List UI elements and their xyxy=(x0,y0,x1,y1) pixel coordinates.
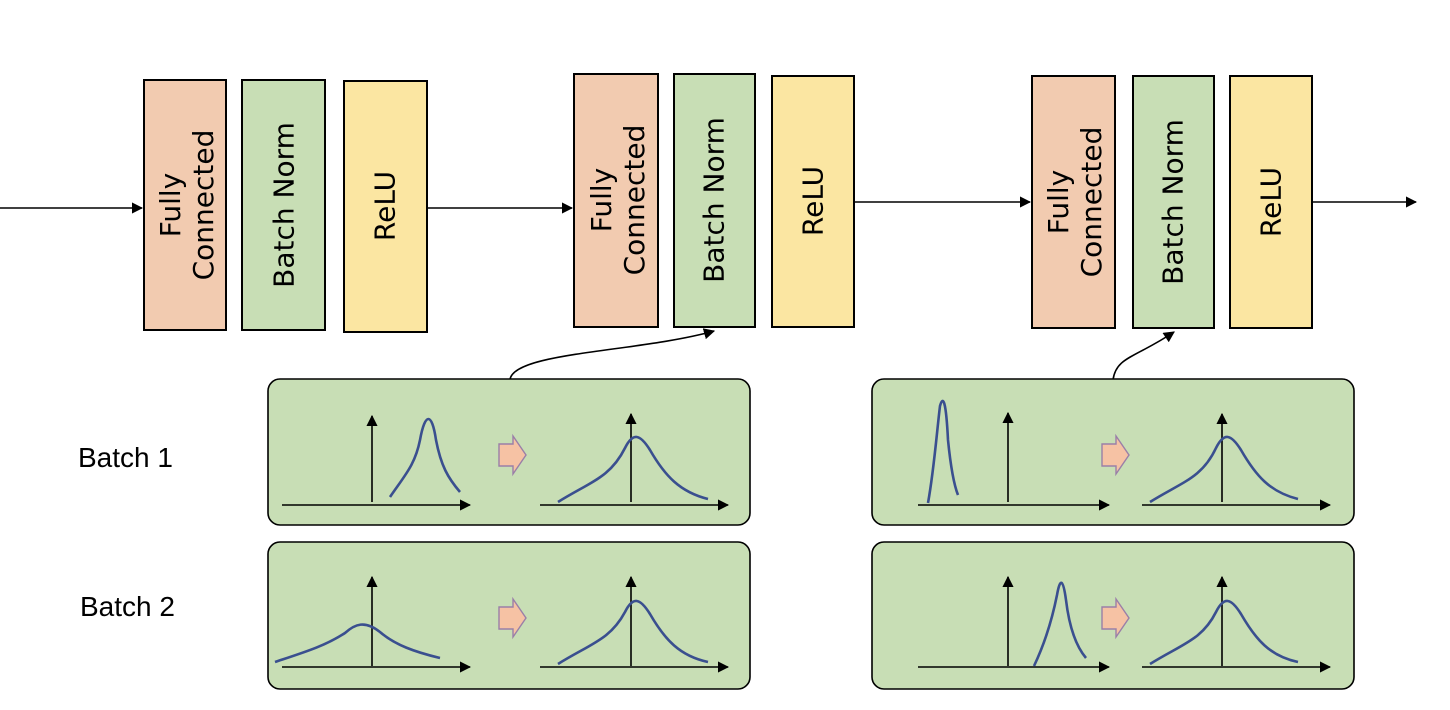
flow-arrows xyxy=(0,196,1418,381)
distribution-panel xyxy=(871,541,1355,690)
distribution-panel xyxy=(267,541,751,690)
layer-2: FullyConnected Batch Norm ReLU xyxy=(573,73,855,328)
input-distribution-curve xyxy=(274,623,441,664)
batch-2-label: Batch 2 xyxy=(80,591,175,622)
fully-connected-block xyxy=(573,73,659,328)
panel-to-batchnorm-2-arrow xyxy=(509,328,716,381)
fully-connected-label: FullyConnected xyxy=(154,130,220,281)
distribution-panel xyxy=(267,378,751,526)
input-distribution-curve xyxy=(1032,581,1088,667)
relu-label: ReLU xyxy=(797,166,830,236)
input-distribution-curve xyxy=(388,417,461,498)
batch-norm-block xyxy=(673,73,756,328)
batch-norm-block xyxy=(241,79,326,331)
normalized-distribution-curve xyxy=(557,599,709,666)
relu-label: ReLU xyxy=(1255,167,1288,237)
relu-block xyxy=(343,80,428,333)
normalized-distribution-curve xyxy=(557,435,709,504)
fully-connected-label: FullyConnected xyxy=(1042,127,1108,278)
fully-connected-label: FullyConnected xyxy=(585,125,651,276)
transform-arrow-icon xyxy=(1101,433,1130,477)
normalized-distribution-curve xyxy=(1149,599,1299,666)
batch-1-label: Batch 1 xyxy=(78,442,173,473)
batch-norm-label: Batch Norm xyxy=(698,117,731,283)
distribution-panel xyxy=(871,378,1355,526)
transform-arrow-icon xyxy=(498,433,527,477)
fully-connected-block xyxy=(1031,75,1116,329)
relu-label: ReLU xyxy=(369,171,402,241)
batch-norm-label: Batch Norm xyxy=(268,122,301,288)
layer-3: FullyConnected Batch Norm ReLU xyxy=(1031,75,1313,329)
layer-1: FullyConnected Batch Norm ReLU xyxy=(143,79,428,333)
input-distribution-curve xyxy=(926,399,960,504)
fully-connected-block xyxy=(143,79,227,331)
relu-block xyxy=(771,75,855,328)
batch-norm-label: Batch Norm xyxy=(1157,119,1190,285)
transform-arrow-icon xyxy=(1101,596,1130,640)
batch-norm-block xyxy=(1132,75,1215,329)
transform-arrow-icon xyxy=(498,596,527,640)
normalized-distribution-curve xyxy=(1149,435,1299,504)
panel-to-batchnorm-3-arrow xyxy=(1112,331,1175,381)
